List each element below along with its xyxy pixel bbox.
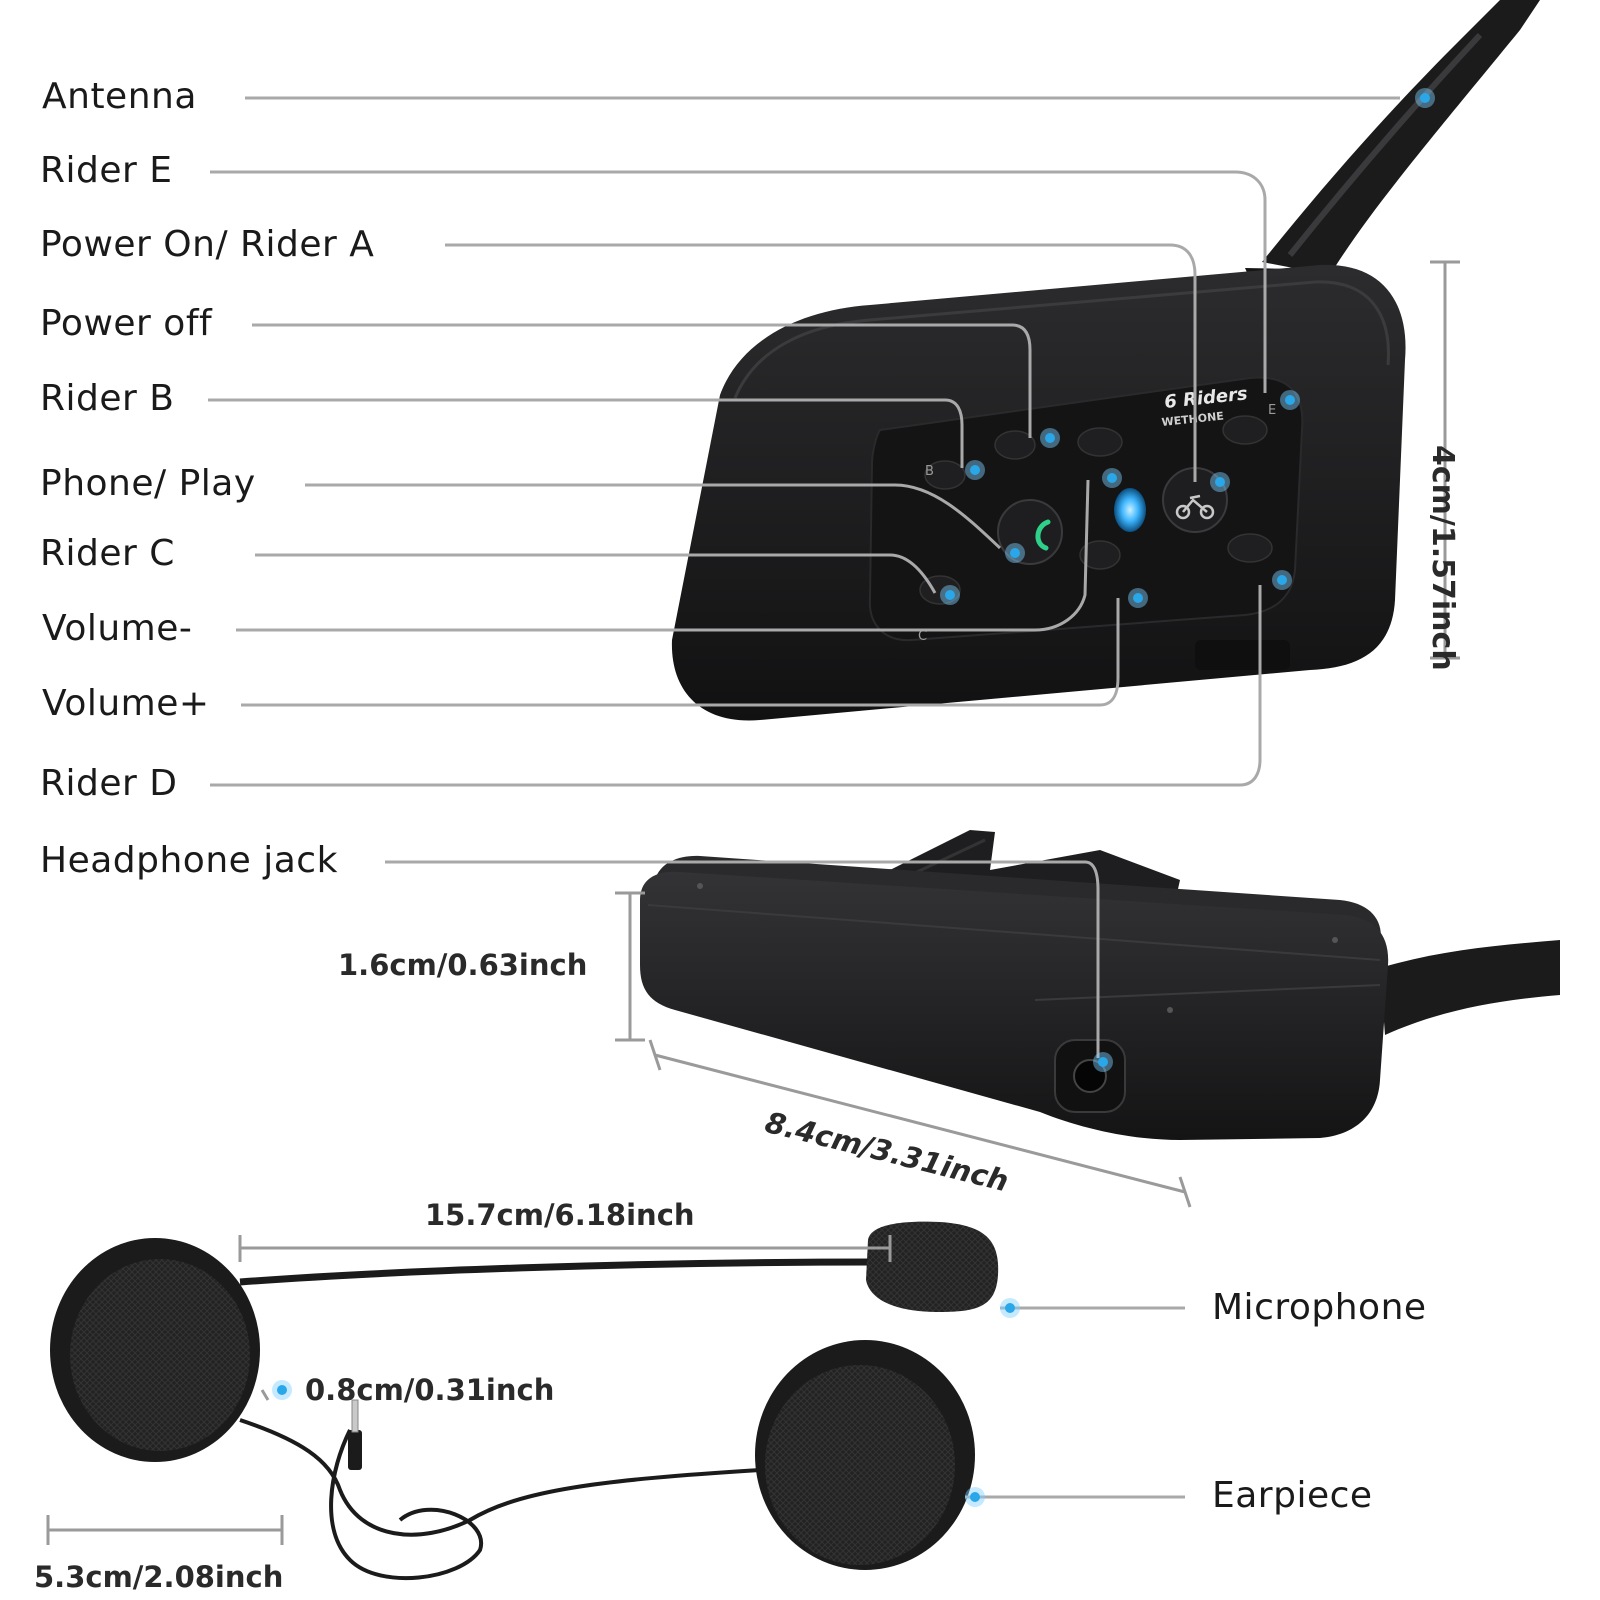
dim-speaker-diameter: 5.3cm/2.08inch [34,1560,284,1594]
label-microphone: Microphone [1212,1287,1427,1328]
brand-sub: WETHONE [1161,410,1224,429]
motorcycle-icon [1175,494,1215,520]
dim-speaker-depth: 0.8cm/0.31inch [305,1373,555,1407]
intercom-front-view: 6 Riders WETHONE B C E [671,0,1540,721]
microphone-foam [866,1221,999,1312]
led-indicator [1114,488,1146,532]
label-power-on-rider-a: Power On/ Rider A [40,224,375,265]
dimension-lines [46,260,1460,1545]
phone-icon [1035,519,1051,551]
label-rider-b: Rider B [40,378,175,419]
label-rider-d: Rider D [40,763,178,804]
callout-dots [272,88,1435,1507]
dim-boom: 15.7cm/6.18inch [425,1198,695,1232]
label-headphone-jack: Headphone jack [40,840,338,881]
audio-plug [351,1399,359,1433]
label-phone-play: Phone/ Play [40,463,256,504]
label-earpiece: Earpiece [1212,1475,1373,1516]
button-letter-b: B [925,464,934,479]
label-rider-e: Rider E [40,150,173,191]
leader-lines [208,96,1400,1499]
label-power-off: Power off [40,303,213,344]
headphone-jack-hole [1073,1059,1107,1093]
dim-thickness: 1.6cm/0.63inch [338,948,588,982]
button-letter-c: C [918,629,927,644]
label-volume-minus: Volume- [42,608,193,649]
dim-height: 4cm/1.57inch [1425,445,1460,671]
headset [50,1221,999,1581]
side-body [640,871,1389,1140]
intercom-side-view [640,830,1560,1140]
label-antenna: Antenna [42,76,197,117]
label-rider-c: Rider C [40,533,175,574]
label-volume-plus: Volume+ [42,683,210,724]
button-letter-e: E [1268,403,1276,418]
